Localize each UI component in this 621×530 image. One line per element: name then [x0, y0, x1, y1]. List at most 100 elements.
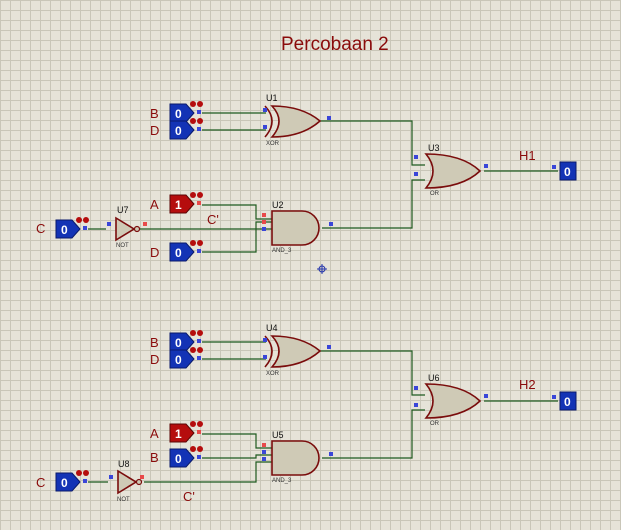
input-label: B [150, 450, 159, 465]
input-terminal-d[interactable]: D 0 [150, 240, 203, 262]
logic-state-box [169, 194, 195, 214]
toggle-dot-icon [190, 101, 196, 107]
pin-icon [83, 479, 87, 483]
toggle-dot-icon [190, 240, 196, 246]
toggle-dot-icon [76, 217, 82, 223]
net-label-c-not: C' [183, 489, 195, 504]
gate-ref: U1 [266, 93, 278, 103]
toggle-dot-icon [190, 446, 196, 452]
gate-ref: U3 [428, 143, 440, 153]
input-label: D [150, 123, 159, 138]
pin-icon [197, 455, 201, 459]
gate-u4-xor[interactable]: U4 XOR [263, 323, 331, 377]
input-label: B [150, 335, 159, 350]
input-terminal-b[interactable]: B 0 [150, 101, 203, 123]
toggle-dot-icon [190, 192, 196, 198]
logic-state-box [55, 219, 81, 239]
toggle-dot-icon [197, 101, 203, 107]
output-value: 0 [564, 165, 571, 179]
toggle-dot-icon [83, 470, 89, 476]
gate-u6-or[interactable]: U6 OR [414, 373, 488, 427]
output-value: 0 [564, 395, 571, 409]
input-label: C [36, 475, 45, 490]
input-terminal-b[interactable]: B 0 [150, 330, 203, 352]
pin-icon [197, 430, 201, 434]
input-terminal-d[interactable]: D 0 [150, 347, 203, 369]
pin-icon [197, 356, 201, 360]
gate-ref: U8 [118, 459, 130, 469]
input-terminal-c[interactable]: C 0 [36, 470, 89, 492]
input-value: 0 [175, 246, 182, 260]
gate-u5-and3[interactable]: U5 AND_3 [262, 430, 333, 484]
net-label-c-not: C' [207, 212, 219, 227]
input-label: A [150, 197, 159, 212]
toggle-dot-icon [190, 330, 196, 336]
logic-state-box [169, 423, 195, 443]
gate-ref: U6 [428, 373, 440, 383]
gate-type: NOT [117, 497, 130, 503]
gate-u8-not[interactable]: U8 NOT [109, 459, 144, 503]
gate-type: AND_3 [272, 248, 292, 254]
gate-u3-or[interactable]: U3 OR [414, 143, 488, 197]
wires-top [88, 112, 558, 253]
logic-state-box [169, 242, 195, 262]
pin-icon [83, 226, 87, 230]
toggle-dot-icon [190, 118, 196, 124]
origin-marker-icon [317, 264, 327, 274]
gate-type: OR [430, 191, 440, 197]
gate-type: XOR [266, 141, 280, 147]
input-terminal-d[interactable]: D 0 [150, 118, 203, 140]
input-value: 0 [175, 124, 182, 138]
gate-u1-xor[interactable]: U1 XOR [263, 93, 331, 147]
pin-icon [197, 249, 201, 253]
input-value: 0 [175, 353, 182, 367]
gate-u2-and3[interactable]: U2 AND_3 [262, 200, 333, 254]
input-value: 1 [175, 427, 182, 441]
gate-ref: U2 [272, 200, 284, 210]
gate-type: AND_3 [272, 478, 292, 484]
pin-icon [197, 201, 201, 205]
logic-state-box [169, 120, 195, 140]
output-probe-h1[interactable]: H1 0 [519, 148, 577, 181]
toggle-dot-icon [76, 470, 82, 476]
gate-ref: U4 [266, 323, 278, 333]
logic-state-box [169, 332, 195, 352]
output-probe-h2[interactable]: H2 0 [519, 377, 577, 411]
schematic-title: Percobaan 2 [281, 34, 389, 55]
input-value: 0 [61, 223, 68, 237]
logic-probe-box [559, 391, 577, 411]
input-terminal-b[interactable]: B 0 [150, 446, 203, 468]
input-label: B [150, 106, 159, 121]
input-label: D [150, 245, 159, 260]
input-value: 0 [175, 452, 182, 466]
logic-state-box [169, 103, 195, 123]
input-label: D [150, 352, 159, 367]
logic-probe-box [559, 161, 577, 181]
input-terminal-c[interactable]: C 0 [36, 217, 89, 239]
input-value: 0 [175, 107, 182, 121]
gate-type: NOT [116, 243, 129, 249]
toggle-dot-icon [83, 217, 89, 223]
input-value: 0 [175, 336, 182, 350]
input-label: A [150, 426, 159, 441]
output-label: H1 [519, 148, 536, 163]
toggle-dot-icon [197, 118, 203, 124]
output-label: H2 [519, 377, 536, 392]
gate-u7-not[interactable]: U7 NOT [107, 205, 147, 249]
toggle-dot-icon [190, 347, 196, 353]
gate-type: OR [430, 421, 440, 427]
toggle-dot-icon [197, 330, 203, 336]
toggle-dot-icon [197, 421, 203, 427]
wires-bottom [88, 341, 558, 483]
logic-state-box [169, 349, 195, 369]
input-terminal-a[interactable]: A 1 [150, 421, 203, 443]
logic-state-box [169, 448, 195, 468]
toggle-dot-icon [197, 347, 203, 353]
pin-icon [197, 127, 201, 131]
input-terminal-a[interactable]: A 1 [150, 192, 203, 214]
input-value: 1 [175, 198, 182, 212]
input-value: 0 [61, 476, 68, 490]
toggle-dot-icon [197, 192, 203, 198]
gate-type: XOR [266, 371, 280, 377]
